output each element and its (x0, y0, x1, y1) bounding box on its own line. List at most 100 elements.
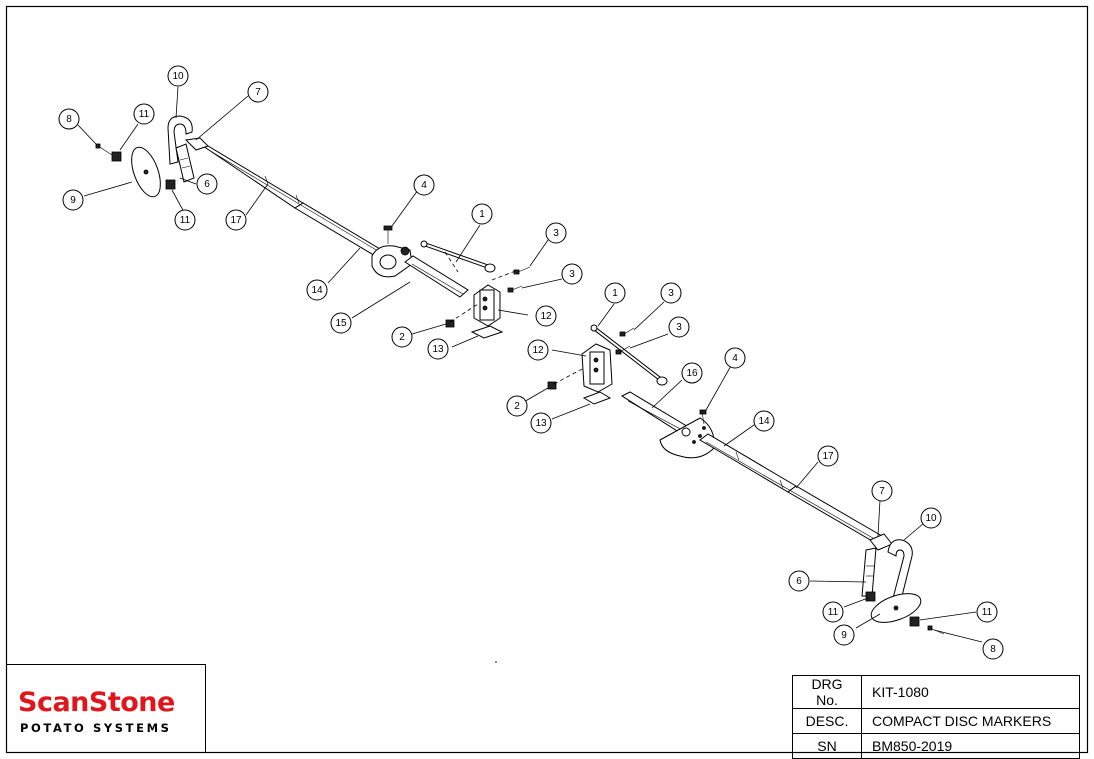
logo-box: ScanStone POTATO SYSTEMS (6, 664, 206, 752)
callout-circle (817, 445, 839, 467)
callout-4-left: 4 (413, 174, 435, 196)
callout-14-left: 14 (306, 279, 328, 301)
callout-8-left: 8 (58, 108, 80, 130)
left-nut-11-top (111, 151, 122, 162)
callout-circle (527, 339, 549, 361)
callout-12-left: 12 (535, 305, 557, 327)
left-clamp-7 (184, 137, 209, 151)
drg-no-label: DRG No. (792, 675, 862, 709)
right-tube-17 (787, 485, 883, 543)
callout-number: 15 (335, 318, 347, 329)
callout-number: 2 (399, 332, 405, 343)
callout-number: 13 (432, 344, 444, 355)
callout-7-right: 7 (871, 480, 893, 502)
callout-17-left: 17 (225, 209, 247, 231)
callout-3-right-b: 3 (668, 316, 690, 338)
callout-10-right: 10 (920, 507, 942, 529)
callout-number: 1 (612, 288, 618, 299)
callout-6-left: 6 (196, 173, 218, 195)
callout-8-right: 8 (982, 638, 1004, 660)
left-nut-11-bottom (165, 179, 176, 190)
callout-3-left-a: 3 (545, 222, 567, 244)
callout-circle (330, 312, 352, 334)
callout-number: 11 (180, 215, 191, 226)
callout-number: 3 (676, 322, 682, 333)
callout-circle (788, 570, 810, 592)
callout-number: 17 (822, 451, 834, 462)
callout-circle (681, 362, 703, 384)
right-tube-14 (699, 433, 797, 493)
callout-9-left: 9 (62, 189, 84, 211)
logo-tagline: POTATO SYSTEMS (20, 721, 172, 735)
callout-11-right-right: 11 (976, 601, 998, 623)
callout-number: 8 (990, 644, 996, 655)
callout-number: 3 (569, 269, 575, 280)
callouts (77, 86, 983, 643)
callout-number: 3 (668, 288, 674, 299)
callout-circle (427, 338, 449, 360)
right-nut-11-right (909, 616, 920, 627)
callout-circle (604, 282, 626, 304)
desc-label: DESC. (792, 708, 862, 734)
left-tube-17 (199, 143, 304, 209)
callout-number: 12 (540, 311, 552, 322)
callout-number: 12 (532, 345, 544, 356)
callout-circle (724, 347, 746, 369)
callout-4-right: 4 (724, 347, 746, 369)
callout-circle (174, 209, 196, 231)
callout-number: 11 (982, 607, 993, 618)
callout-number: 11 (828, 607, 839, 618)
callout-number: 6 (204, 179, 210, 190)
callout-circle (62, 189, 84, 211)
left-marker-assembly (95, 115, 531, 339)
callout-11-right-left: 11 (822, 601, 844, 623)
sn-label: SN (792, 733, 862, 759)
callout-number: 2 (514, 401, 520, 412)
callout-circle (133, 103, 155, 125)
callout-circle (167, 65, 189, 87)
right-arm-6 (861, 547, 877, 597)
callout-circle (506, 395, 528, 417)
right-plate-13 (582, 391, 612, 405)
callout-number: 3 (553, 228, 559, 239)
callout-circle (471, 203, 493, 225)
callout-circle (196, 173, 218, 195)
callout-number: 9 (70, 195, 76, 206)
title-row-desc: DESC. COMPACT DISC MARKERS (792, 708, 1080, 734)
left-arm-6 (175, 143, 195, 183)
right-marker-assembly (495, 324, 945, 663)
logo-brand: ScanStone (18, 687, 175, 718)
callout-number: 14 (311, 285, 323, 296)
callout-2-left: 2 (391, 326, 413, 348)
right-square-tube-16 (620, 391, 691, 435)
callout-2-right: 2 (506, 395, 528, 417)
title-row-sn: SN BM850-2019 (792, 733, 1080, 759)
callout-3-left-b: 3 (561, 263, 583, 285)
callout-number: 6 (796, 576, 802, 587)
callout-7-left: 7 (247, 81, 269, 103)
callout-circle (668, 316, 690, 338)
callout-number: 4 (421, 180, 427, 191)
left-square-tube (404, 255, 469, 298)
callout-3-right-a: 3 (660, 282, 682, 304)
callout-12-right: 12 (527, 339, 549, 361)
callout-1-left: 1 (471, 203, 493, 225)
callout-1-right: 1 (604, 282, 626, 304)
callout-11-left-top: 11 (133, 103, 155, 125)
left-arm-10 (167, 115, 193, 165)
callout-number: 1 (479, 209, 485, 220)
callout-circle (247, 81, 269, 103)
callout-15: 15 (330, 312, 352, 334)
title-row-drg: DRG No. KIT-1080 (792, 675, 1080, 709)
callout-number: 16 (686, 368, 698, 379)
callout-10-left: 10 (167, 65, 189, 87)
callout-17-right: 17 (817, 445, 839, 467)
callout-number: 8 (66, 114, 72, 125)
callout-number: 11 (139, 109, 150, 120)
callout-circle (982, 638, 1004, 660)
sn-value: BM850-2019 (861, 733, 1080, 759)
callout-11-left-bottom: 11 (174, 209, 196, 231)
callout-circle (976, 601, 998, 623)
